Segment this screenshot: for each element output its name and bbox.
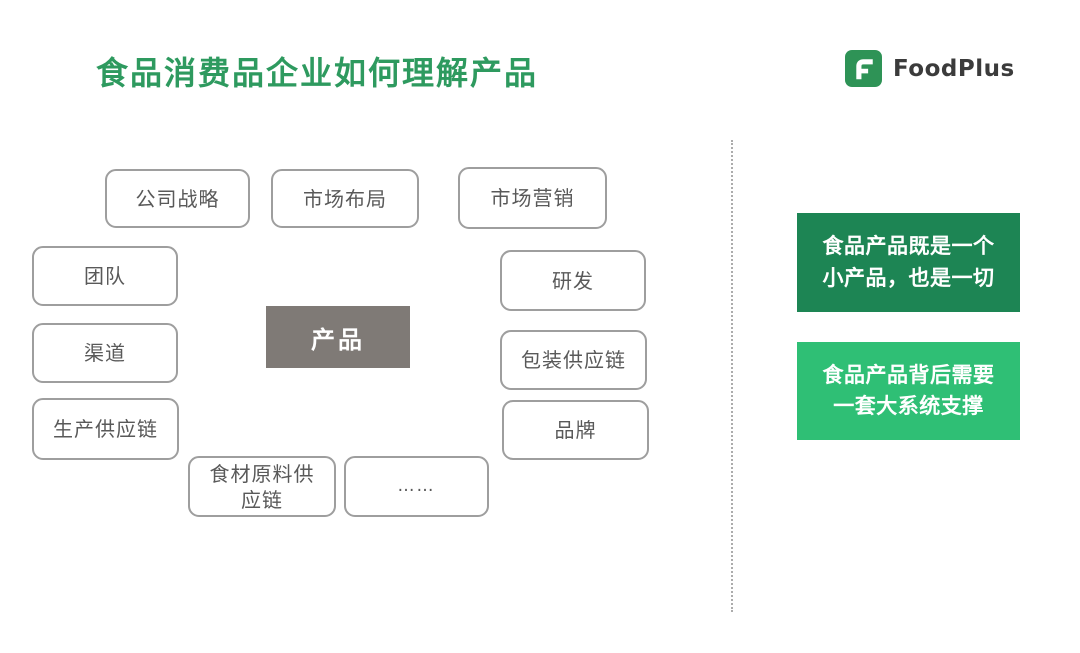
callout-product-is-everything: 食品产品既是一个 小产品，也是一切 [797, 213, 1020, 312]
foodplus-f-icon [845, 50, 882, 87]
logo-brand-text: FoodPlus [893, 55, 1015, 82]
foodplus-logo: FoodPlus [845, 50, 1015, 87]
node-company-strategy: 公司战略 [105, 169, 250, 228]
node-packaging-supply-chain: 包装供应链 [500, 330, 647, 390]
node-production-supply-chain: 生产供应链 [32, 398, 179, 460]
node-ellipsis: …… [344, 456, 489, 517]
node-channel: 渠道 [32, 323, 178, 383]
callout-system-support: 食品产品背后需要 一套大系统支撑 [797, 342, 1020, 440]
center-product-box: 产品 [266, 306, 410, 368]
node-marketing: 市场营销 [458, 167, 607, 229]
dotted-divider [731, 140, 733, 612]
node-brand: 品牌 [502, 400, 649, 460]
node-ingredient-supply-chain: 食材原料供 应链 [188, 456, 336, 517]
node-market-layout: 市场布局 [271, 169, 419, 228]
node-rnd: 研发 [500, 250, 646, 311]
node-team: 团队 [32, 246, 178, 306]
page-title: 食品消费品企业如何理解产品 [96, 54, 539, 92]
